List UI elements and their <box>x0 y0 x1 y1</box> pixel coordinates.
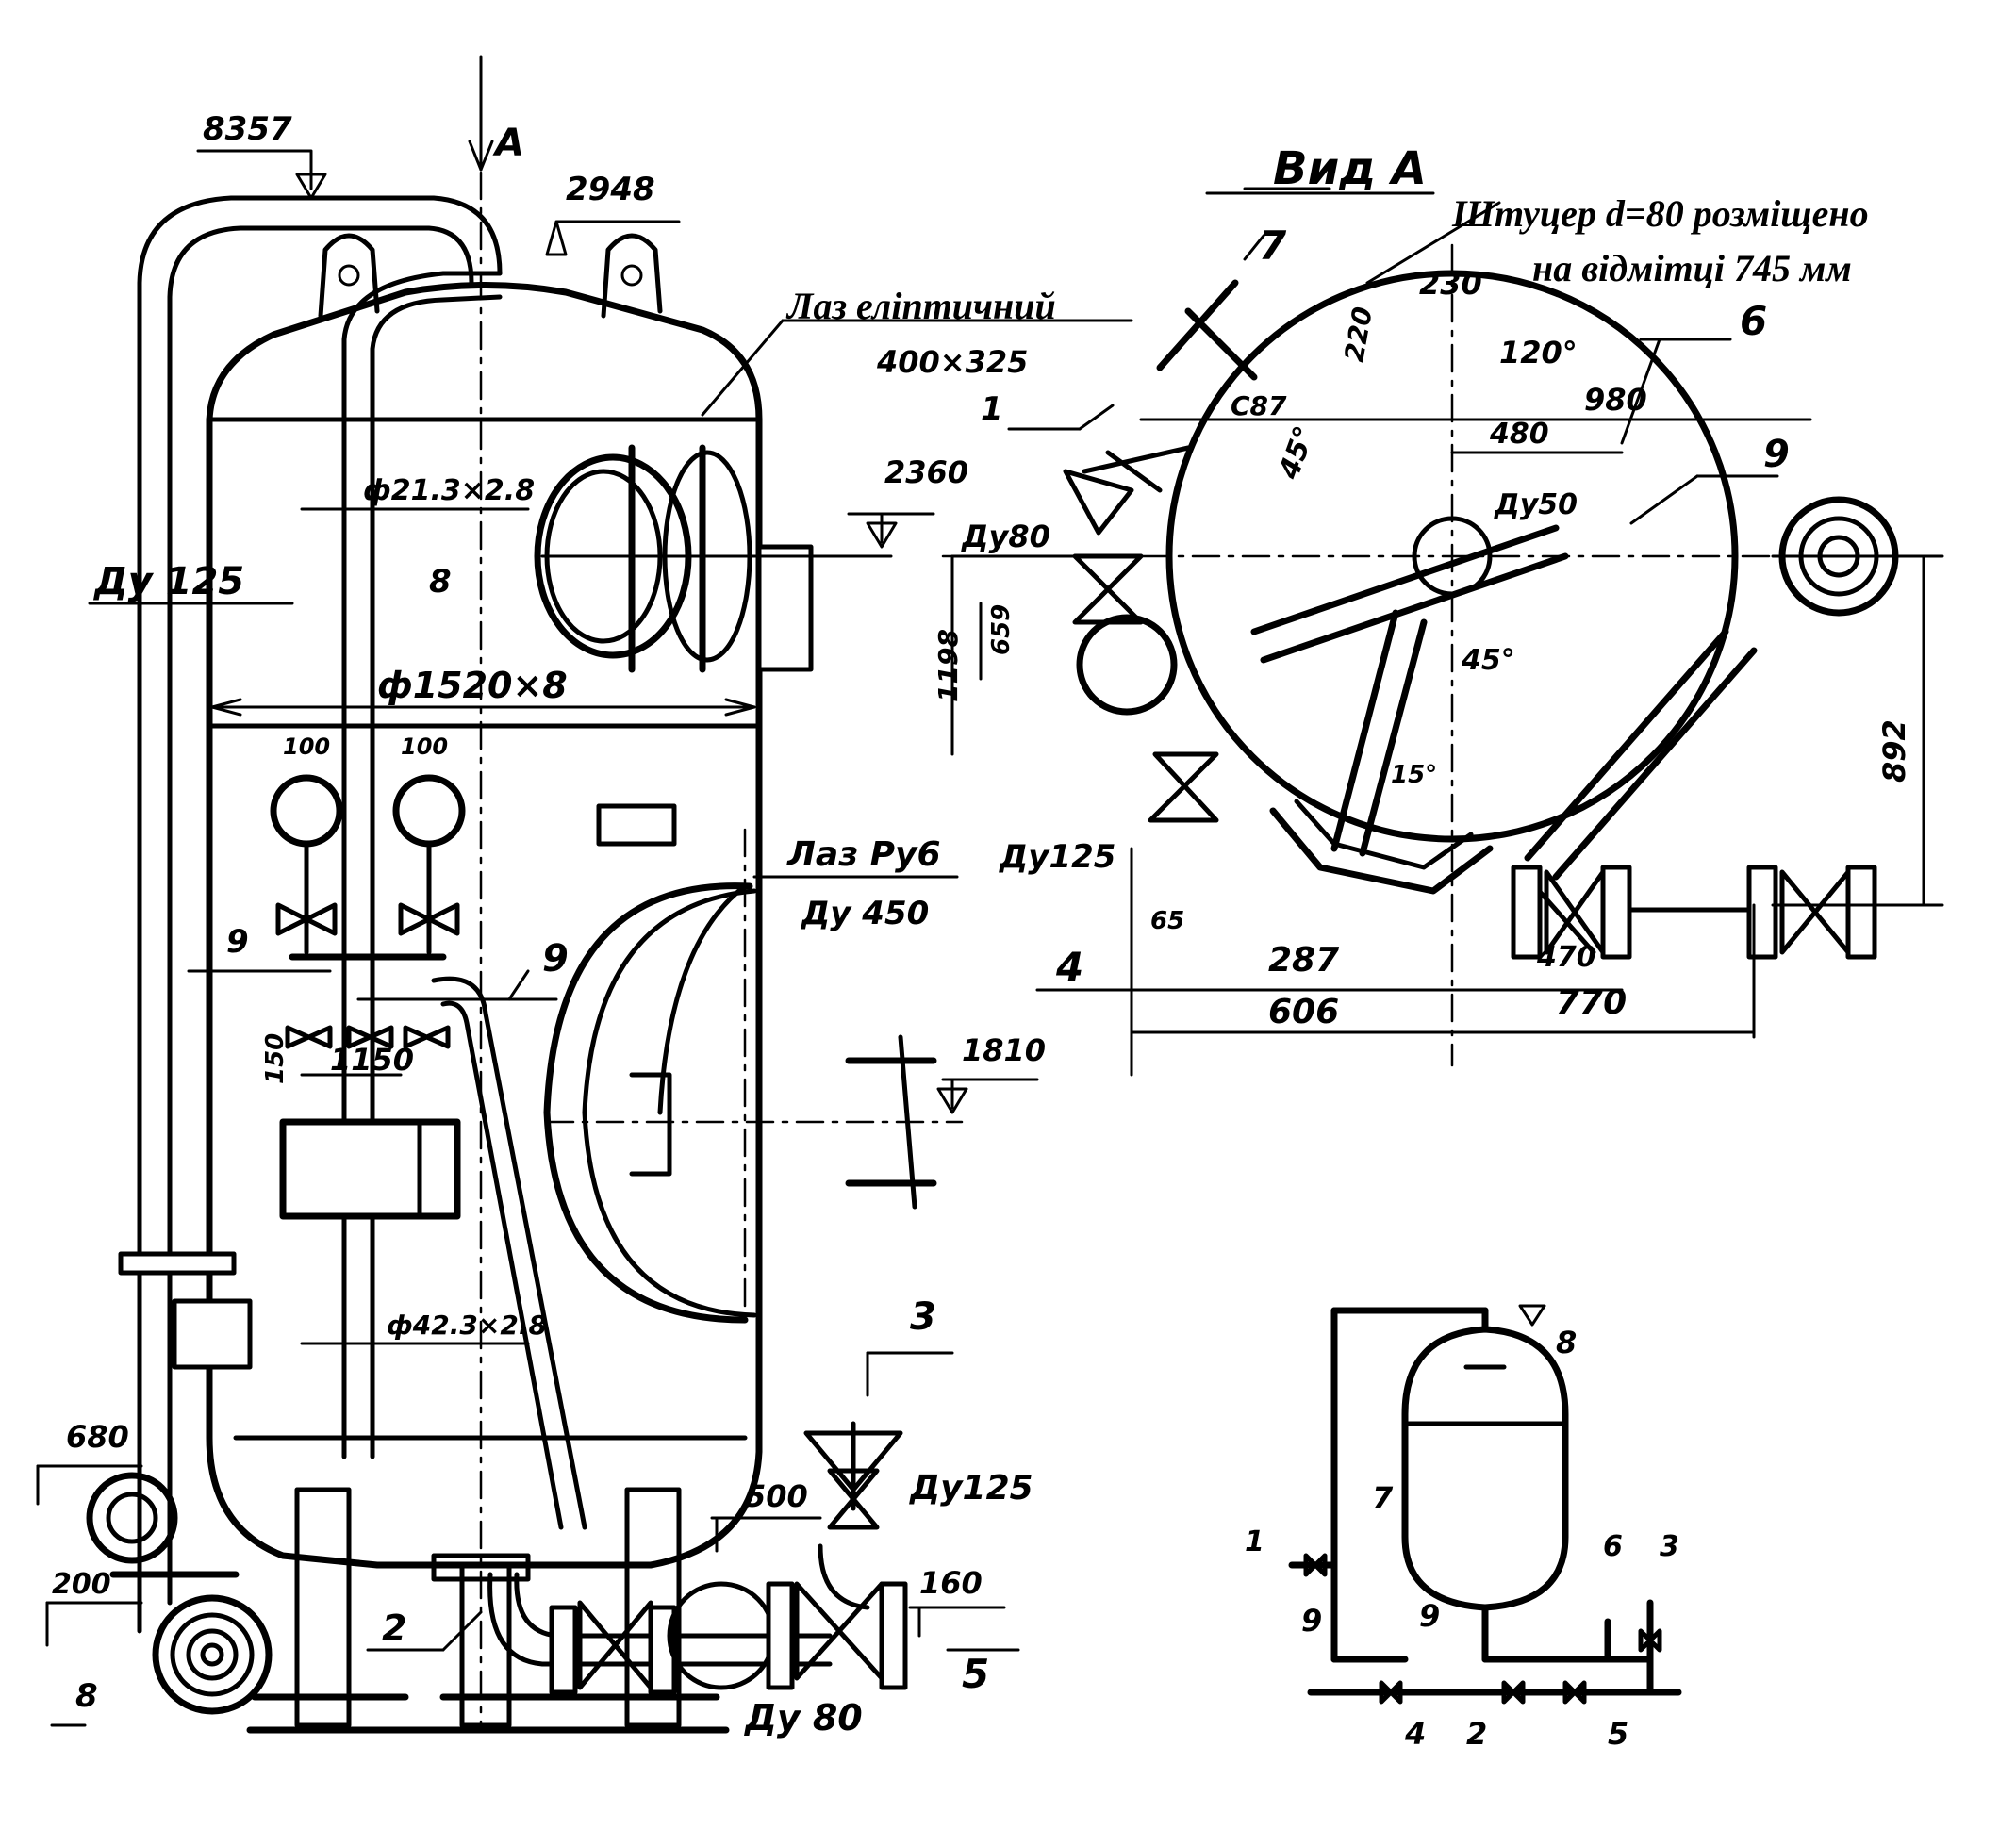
laz-du450: Ду 450 <box>801 895 929 932</box>
view-a-label-6: 6 <box>1740 298 1767 344</box>
view-a-angle-120: 120° <box>1499 335 1578 371</box>
view-a-label-4: 4 <box>1055 944 1083 990</box>
view-a-note-line2: на відмітці 745 мм <box>1532 247 1852 289</box>
view-a-du50: Ду50 <box>1494 488 1578 521</box>
view-a-label-7: 7 <box>1259 223 1287 269</box>
dim-200: 200 <box>52 1568 111 1601</box>
shell-diameter: ф1520×8 <box>377 665 568 706</box>
dim-100-a: 100 <box>283 733 330 760</box>
pipe-42-label: ф42.3×2.8 <box>387 1310 547 1341</box>
view-a-dim-606: 606 <box>1268 993 1339 1031</box>
view-a-dim-980: 980 <box>1584 382 1647 418</box>
scheme-label-6: 6 <box>1603 1530 1623 1563</box>
label-9-mid: 9 <box>542 937 569 981</box>
view-a-label-9: 9 <box>1763 433 1790 476</box>
view-a-dim-480: 480 <box>1489 418 1549 451</box>
scheme-label-1: 1 <box>1245 1525 1264 1558</box>
view-a-angle-45-b: 45° <box>1461 644 1515 677</box>
dim-160: 160 <box>919 1565 983 1601</box>
label-9-left: 9 <box>226 923 249 961</box>
scheme-label-4: 4 <box>1404 1716 1426 1752</box>
view-a-dim-287: 287 <box>1268 941 1339 980</box>
label-view-arrow-a: A <box>492 122 524 165</box>
label-2-main: 2 <box>382 1607 406 1649</box>
dim-680: 680 <box>66 1419 129 1455</box>
du80-bottom: Ду 80 <box>744 1697 863 1739</box>
view-a-note-line1: Штуцер d=80 розміщено <box>1451 192 1869 235</box>
vessel-side-view <box>36 55 1133 1734</box>
label-8-bottom: 8 <box>75 1677 98 1715</box>
scheme-label-2: 2 <box>1466 1716 1487 1752</box>
dim-1150: 1150 <box>330 1042 414 1078</box>
scheme-label-9b: 9 <box>1419 1598 1440 1634</box>
dim-100-b: 100 <box>401 733 448 760</box>
view-a-angle-15: 15° <box>1391 761 1437 789</box>
flow-scheme <box>1288 1304 1682 1705</box>
scheme-label-3: 3 <box>1660 1530 1679 1563</box>
label-3-main: 3 <box>910 1295 936 1339</box>
view-a-dim-65: 65 <box>1150 907 1184 935</box>
view-a-dim-470: 470 <box>1536 941 1596 974</box>
scheme-label-8: 8 <box>1556 1325 1577 1360</box>
dim-500: 500 <box>745 1478 808 1514</box>
view-a-title: Вид А <box>1273 142 1427 195</box>
view-a-dim-770: 770 <box>1556 983 1627 1022</box>
label-2948: 2948 <box>566 171 655 208</box>
dim-150: 150 <box>261 1033 289 1084</box>
view-a-dim-1198: 1198 <box>933 629 964 702</box>
view-a-label-1: 1 <box>981 390 1003 428</box>
label-5-main: 5 <box>962 1651 989 1697</box>
view-a-plan <box>941 187 1944 1077</box>
scheme-label-5: 5 <box>1608 1716 1628 1752</box>
view-a-dim-c87: C87 <box>1231 390 1287 421</box>
du125-right: Ду125 <box>909 1469 1033 1508</box>
laz-ru6: Лаз Ру6 <box>786 835 941 874</box>
laz-elliptic-title: Лаз еліптичний <box>785 285 1056 327</box>
pipe-21-label: ф21.3×2.8 <box>363 474 535 507</box>
view-a-angle-45-a: 45° <box>1272 421 1322 484</box>
du-125-top: Ду 125 <box>92 560 244 603</box>
view-a-dim-659: 659 <box>987 604 1016 655</box>
dim-1810: 1810 <box>962 1032 1046 1068</box>
view-a-dim-892: 892 <box>1876 719 1912 783</box>
label-8357: 8357 <box>203 110 292 148</box>
view-a-du125: Ду125 <box>999 838 1115 876</box>
laz-elliptic-size: 400×325 <box>876 344 1028 380</box>
label-2360: 2360 <box>884 454 968 490</box>
view-a-dim-230: 230 <box>1419 266 1482 302</box>
label-8-upper: 8 <box>429 563 452 601</box>
view-a-du80: Ду80 <box>961 519 1050 554</box>
scheme-label-9a: 9 <box>1301 1603 1322 1639</box>
view-a-dim-220: 220 <box>1338 305 1379 364</box>
scheme-label-7: 7 <box>1372 1480 1394 1516</box>
